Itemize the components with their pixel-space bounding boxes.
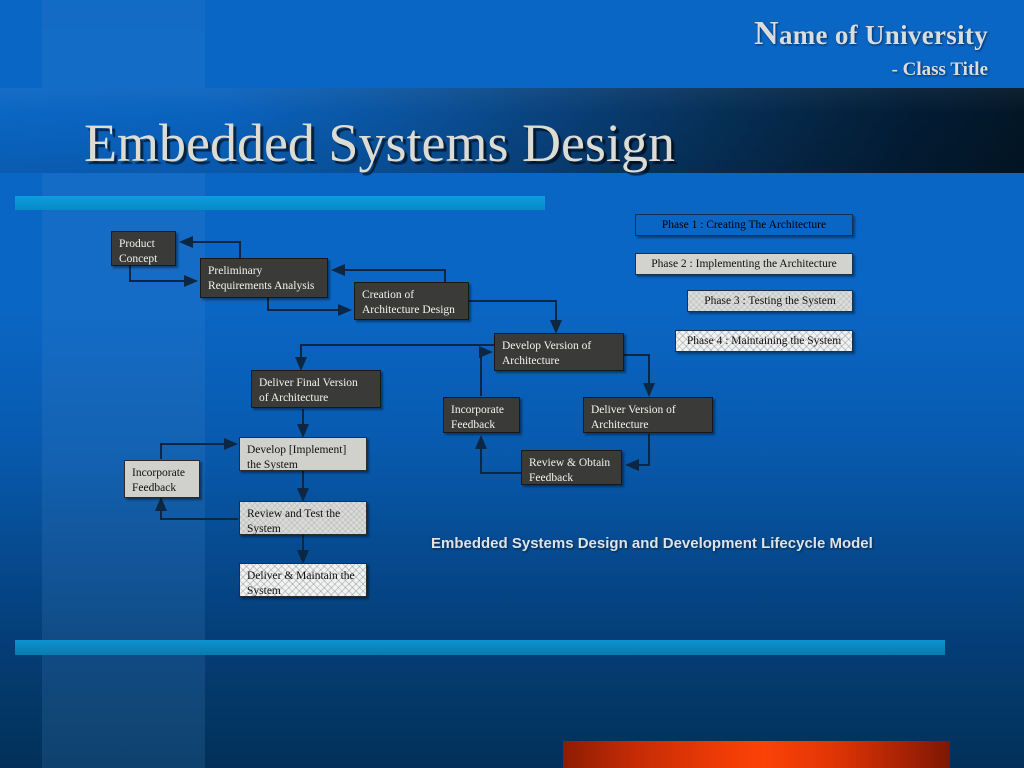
slide-header: Name of University - Class Title <box>754 16 988 81</box>
phase-label: Phase 1 : Creating The Architecture <box>661 219 827 231</box>
flow-node-label: Develop [Implement]the System <box>247 444 347 472</box>
class-title: - Class Title <box>891 58 988 80</box>
bottom-accent-bar <box>15 640 945 655</box>
university-name: Name of University <box>754 16 988 52</box>
phase-label: Phase 4 : Maintaining the System <box>686 335 842 347</box>
flow-node-develop-implement[interactable]: Develop [Implement]the System <box>239 437 367 471</box>
page-title: Embedded Systems Design <box>84 113 675 173</box>
orange-accent-block <box>563 741 950 768</box>
phase-box-1[interactable]: Phase 1 : Creating The Architecture <box>635 214 853 236</box>
diagram-caption: Embedded Systems Design and Development … <box>431 535 873 552</box>
university-name-rest: ame of University <box>778 20 988 50</box>
title-banner-shade <box>0 88 1024 173</box>
university-name-initial: N <box>754 15 779 52</box>
phase-label: Phase 2 : Implementing the Architecture <box>651 258 837 270</box>
phase-box-2[interactable]: Phase 2 : Implementing the Architecture <box>635 253 853 275</box>
phase-box-4[interactable]: Phase 4 : Maintaining the System <box>675 330 853 352</box>
phase-box-3[interactable]: Phase 3 : Testing the System <box>687 290 853 312</box>
phase-label: Phase 3 : Testing the System <box>704 295 836 307</box>
title-banner-band <box>0 88 1024 173</box>
top-accent-bar <box>15 196 545 210</box>
